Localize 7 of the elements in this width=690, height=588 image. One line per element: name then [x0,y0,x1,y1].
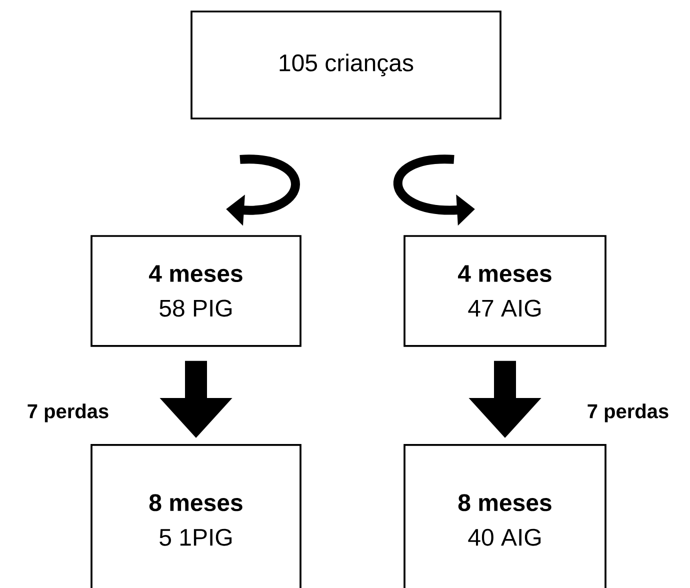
process-box: 4 meses 47 AIG [404,235,606,347]
process-box: 8 meses 5 1PIG [90,444,302,588]
process-box: 4 meses 58 PIG [90,235,302,347]
process-box: 105 crianças [190,10,502,120]
edge-label: 7 perdas [586,402,670,424]
edge-label: 7 perdas [26,402,110,424]
process-box: 8 meses 40 AIG [404,444,606,588]
